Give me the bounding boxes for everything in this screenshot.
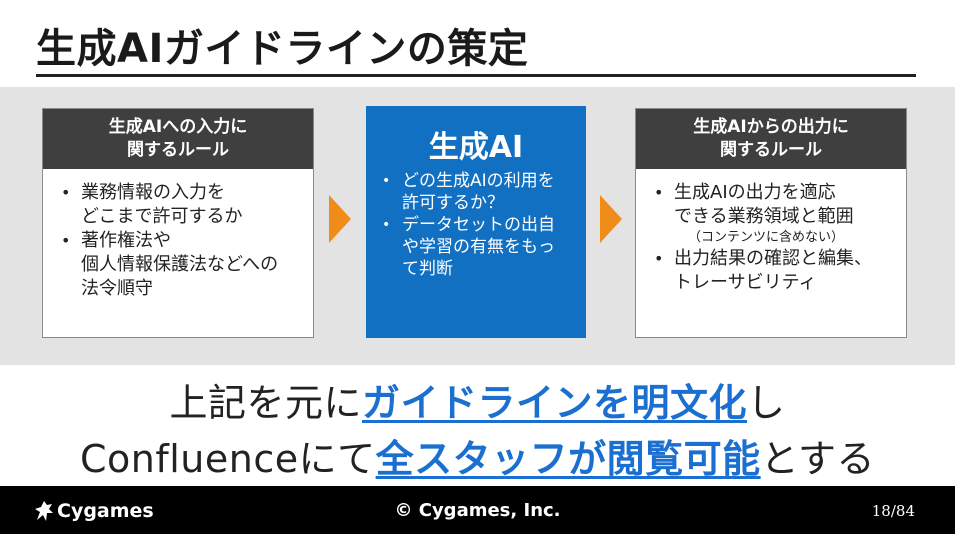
item-line: どこまで許可するか <box>81 206 243 227</box>
statement-line-1: 上記を元にガイドラインを明文化し <box>0 372 955 427</box>
input-rules-heading-line1: 生成AIへの入力に <box>108 117 248 137</box>
output-rules-list: 生成AIの出力を適応 できる業務領域と範囲 （コンテンツに含めない） 出力結果の… <box>636 169 906 295</box>
statement-text: とする <box>760 437 875 481</box>
item-line: 許可するか？ <box>402 193 504 213</box>
generative-ai-list: どの生成AIの利用を 許可するか？ データセットの出自 や学習の有無をもっ て判… <box>366 164 586 280</box>
item-line: 法令順守 <box>81 278 153 299</box>
list-item: 業務情報の入力を どこまで許可するか <box>59 181 305 229</box>
output-rules-heading: 生成AIからの出力に 関するルール <box>636 109 906 169</box>
slide-title: 生成AIガイドラインの策定 <box>36 26 529 72</box>
list-item: 生成AIの出力を適応 できる業務領域と範囲 （コンテンツに含めない） <box>652 181 898 247</box>
item-line: 個人情報保護法などへの <box>81 254 279 275</box>
statement-emphasis: ガイドラインを明文化 <box>361 381 747 425</box>
item-line: て判断 <box>402 259 453 279</box>
list-item: 著作権法や 個人情報保護法などへの 法令順守 <box>59 229 305 301</box>
copyright-text: © Cygames, Inc. <box>394 500 561 521</box>
page-number: 18/84 <box>871 502 915 520</box>
input-rules-box: 生成AIへの入力に 関するルール 業務情報の入力を どこまで許可するか 著作権法… <box>42 108 314 338</box>
title-underline <box>36 74 916 77</box>
item-line: トレーサビリティ <box>674 272 817 293</box>
generative-ai-title: 生成AI <box>428 130 524 165</box>
item-line: 出力結果の確認と編集、 <box>674 248 872 269</box>
input-rules-heading-line2: 関するルール <box>127 140 229 160</box>
list-item: どの生成AIの利用を 許可するか？ <box>380 170 578 214</box>
generative-ai-box: 生成AI どの生成AIの利用を 許可するか？ データセットの出自 や学習の有無を… <box>366 106 586 338</box>
output-rules-heading-line2: 関するルール <box>720 140 822 160</box>
item-line: できる業務領域と範囲 <box>674 206 854 227</box>
item-line: どの生成AIの利用を <box>402 171 555 191</box>
list-item: データセットの出自 や学習の有無をもっ て判断 <box>380 214 578 280</box>
statement-text: し <box>747 381 786 425</box>
arrow-right-icon <box>600 195 622 243</box>
logo-text: Cygames <box>57 500 154 522</box>
output-rules-box: 生成AIからの出力に 関するルール 生成AIの出力を適応 できる業務領域と範囲 … <box>635 108 907 338</box>
item-line: 業務情報の入力を <box>81 182 225 203</box>
input-rules-list: 業務情報の入力を どこまで許可するか 著作権法や 個人情報保護法などへの 法令順… <box>43 169 313 301</box>
item-line: や学習の有無をもっ <box>402 237 555 257</box>
cygames-mark-icon <box>35 501 53 521</box>
input-rules-heading: 生成AIへの入力に 関するルール <box>43 109 313 169</box>
output-rules-heading-line1: 生成AIからの出力に <box>693 117 849 137</box>
statement-emphasis: 全スタッフが閲覧可能 <box>375 437 761 481</box>
statement-line-2: Confluenceにて全スタッフが閲覧可能とする <box>0 428 955 483</box>
list-item: 出力結果の確認と編集、 トレーサビリティ <box>652 247 898 295</box>
arrow-right-icon <box>329 195 351 243</box>
item-line: 著作権法や <box>81 230 171 251</box>
statement-text: 上記を元に <box>169 381 362 425</box>
item-line: 生成AIの出力を適応 <box>674 182 836 203</box>
statement-text: Confluenceにて <box>79 437 376 481</box>
cygames-logo: Cygames <box>34 500 154 522</box>
footer-bar: Cygames © Cygames, Inc. 18/84 <box>0 486 955 534</box>
item-line: データセットの出自 <box>402 215 555 235</box>
item-note: （コンテンツに含めない） <box>688 230 845 245</box>
